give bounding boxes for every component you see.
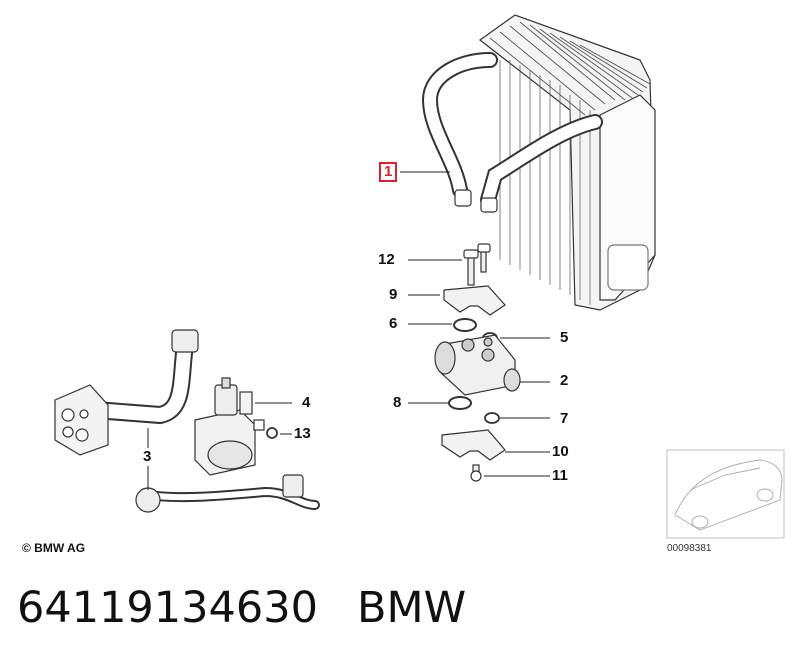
copyright-notice: © BMW AG — [22, 541, 86, 555]
parts-diagram — [54, 14, 785, 539]
callout-13[interactable]: 13 — [294, 425, 311, 442]
callout-10[interactable]: 10 — [552, 443, 569, 460]
brand-name: BMW — [357, 583, 467, 633]
callout-12[interactable]: 12 — [378, 251, 395, 268]
callout-11[interactable]: 11 — [552, 467, 568, 484]
pipe-assembly-drawing — [54, 329, 320, 513]
expansion-valve-drawing — [434, 243, 521, 482]
callout-6[interactable]: 6 — [389, 315, 398, 332]
image-id: 00098381 — [667, 543, 712, 554]
callout-5[interactable]: 5 — [560, 329, 569, 346]
callout-3[interactable]: 3 — [143, 448, 152, 465]
callout-9[interactable]: 9 — [389, 286, 398, 303]
callout-7[interactable]: 7 — [560, 410, 569, 427]
callout-4[interactable]: 4 — [302, 394, 311, 411]
part-number: 64119134630 — [17, 583, 318, 633]
callout-8[interactable]: 8 — [393, 394, 402, 411]
callout-2[interactable]: 2 — [560, 372, 569, 389]
vehicle-thumbnail-drawing — [666, 449, 785, 539]
evaporator-drawing — [421, 14, 656, 311]
leader-lines — [147, 171, 550, 490]
callout-1[interactable]: 1 — [379, 162, 398, 182]
